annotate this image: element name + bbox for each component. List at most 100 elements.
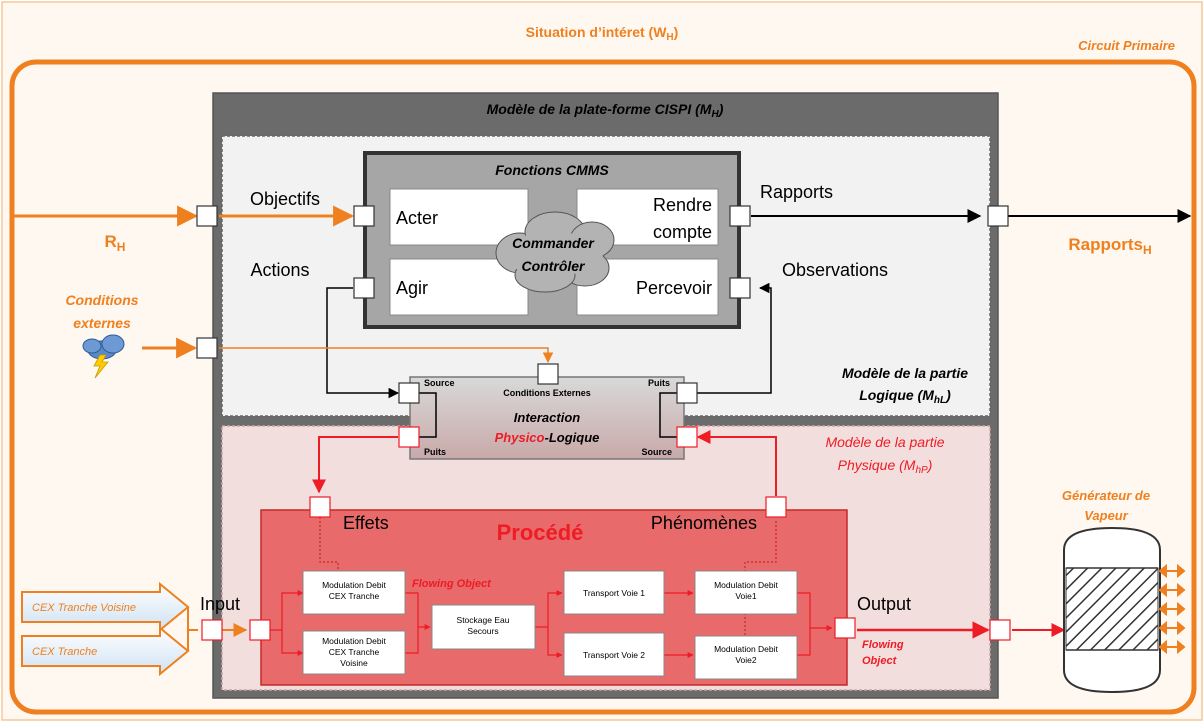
percevoir-label: Percevoir	[636, 278, 712, 298]
box-stockage	[431, 604, 536, 650]
source-top-label: Source	[424, 378, 455, 388]
port-percevoir	[729, 277, 751, 299]
input-label: Input	[200, 594, 240, 614]
conditions-externes-label: Conditions Externes	[503, 388, 591, 398]
actions-arrow	[326, 287, 400, 399]
box-modulation-voisine-l3: Voisine	[340, 658, 368, 668]
conditions-arrow	[219, 347, 554, 364]
port-puits-top	[676, 382, 698, 404]
logic-model-label-1: Modèle de la partie	[842, 365, 968, 381]
cex-tranche-label: CEX Tranche	[32, 646, 97, 658]
agir-label: Agir	[396, 278, 428, 298]
port-conditions	[196, 337, 218, 359]
cmms-title: Fonctions CMMS	[495, 162, 609, 178]
box-transport-1-label: Transport Voie 1	[583, 588, 645, 598]
box-modulation-voie1-l1: Modulation Debit	[714, 580, 778, 590]
box-modulation-voie1	[694, 570, 798, 615]
rapports-label: Rapports	[760, 182, 833, 202]
interaction-label: Interaction	[514, 410, 581, 425]
port-acter	[353, 205, 375, 227]
split-link-b	[547, 627, 563, 658]
flowing-object-label: Flowing Object	[412, 578, 492, 590]
observations-label: Observations	[782, 260, 888, 280]
rendre-label: Rendre	[653, 195, 712, 215]
ports	[196, 205, 1011, 641]
generator-label-1: Générateur de	[1062, 488, 1150, 503]
objectifs-label: Objectifs	[250, 189, 320, 209]
rh-label: RH	[105, 232, 126, 254]
port-rh	[196, 205, 218, 227]
puits-top-label: Puits	[648, 378, 670, 388]
box-modulation-voie1-l2: Voie1	[735, 591, 757, 601]
primary-circuit	[9, 59, 1197, 715]
box-modulation-voisine-l1: Modulation Debit	[322, 636, 386, 646]
commander-label: Commander	[512, 235, 595, 251]
steam-generator-icon	[1063, 526, 1161, 694]
right-loop	[659, 392, 677, 438]
out-link-a	[797, 592, 833, 631]
in-link-b	[281, 630, 304, 656]
conditions-label-1: Conditions	[65, 292, 138, 308]
box-modulation-voie2-l1: Modulation Debit	[714, 644, 778, 654]
box-modulation-voie2	[694, 635, 798, 680]
platform-label: Modèle de la plate-forme CISPI (MH)	[487, 101, 724, 120]
effets-dotted-link	[319, 517, 339, 571]
box-transport-2	[563, 632, 665, 677]
box-modulation-voisine-l2: CEX Tranche	[329, 647, 380, 657]
box-modulation-voisine	[302, 630, 406, 675]
storm-icon	[82, 334, 125, 379]
box-modulation-voie2-l2: Voie2	[735, 655, 757, 665]
port-output-outer	[989, 619, 1011, 641]
port-source-bottom	[676, 426, 698, 448]
acter-label: Acter	[396, 208, 438, 228]
mid-link-b	[405, 627, 419, 654]
situation-title: Situation d’intéret (WH)	[526, 24, 679, 43]
compte-label: compte	[653, 222, 712, 242]
phenomenes-label: Phénomènes	[651, 513, 757, 533]
port-output-inner	[834, 617, 856, 639]
source-bottom-label: Source	[641, 447, 672, 457]
process-title: Procédé	[497, 520, 584, 545]
generator-label-2: Vapeur	[1084, 508, 1129, 523]
box-modulation-cex	[302, 570, 406, 615]
port-conditions-externes	[537, 363, 559, 385]
box-transport-1	[563, 570, 665, 615]
observations-arrow	[696, 282, 772, 394]
effets-arrow	[312, 436, 398, 494]
in-link-a	[270, 590, 304, 631]
acter-box	[389, 188, 529, 246]
interaction-block	[409, 376, 685, 460]
left-loop	[419, 392, 437, 438]
cex-tranche-arrow	[21, 625, 190, 677]
out-link-b	[797, 628, 811, 656]
box-transport-2-label: Transport Voie 2	[583, 650, 645, 660]
flowing-label-2: Object	[862, 655, 898, 667]
actions-label: Actions	[250, 260, 309, 280]
port-rapports	[987, 205, 1009, 227]
cex-voisine-label: CEX Tranche Voisine	[32, 602, 136, 614]
circuit-label: Circuit Primaire	[1078, 38, 1175, 53]
box-modulation-cex-l2: CEX Tranche	[329, 591, 380, 601]
port-effets	[309, 496, 331, 518]
split-link-a	[535, 590, 563, 628]
phenomenes-arrow	[696, 430, 777, 496]
mid-link-a	[405, 592, 431, 630]
box-modulation-cex-l1: Modulation Debit	[322, 580, 386, 590]
physico-logique-label: Physico-Logique	[495, 430, 600, 445]
phenomenes-dotted-link	[744, 521, 777, 571]
cex-voisine-arrow	[21, 581, 190, 633]
box-stockage-l2: Secours	[467, 626, 498, 636]
controler-label: Contrôler	[522, 258, 587, 274]
logic-model-label-2: Logique (MhL)	[859, 387, 951, 406]
physical-model-label-1: Modèle de la partie	[825, 434, 944, 450]
port-puits-bottom	[398, 426, 420, 448]
rapports-h-label: RapportsH	[1068, 235, 1151, 257]
flowing-label-1: Flowing	[862, 639, 904, 651]
physical-model-label-2: Physique (MhP)	[838, 457, 933, 476]
output-label: Output	[857, 594, 911, 614]
effets-label: Effets	[343, 513, 389, 533]
port-phenomenes	[765, 496, 787, 518]
port-agir	[353, 277, 375, 299]
